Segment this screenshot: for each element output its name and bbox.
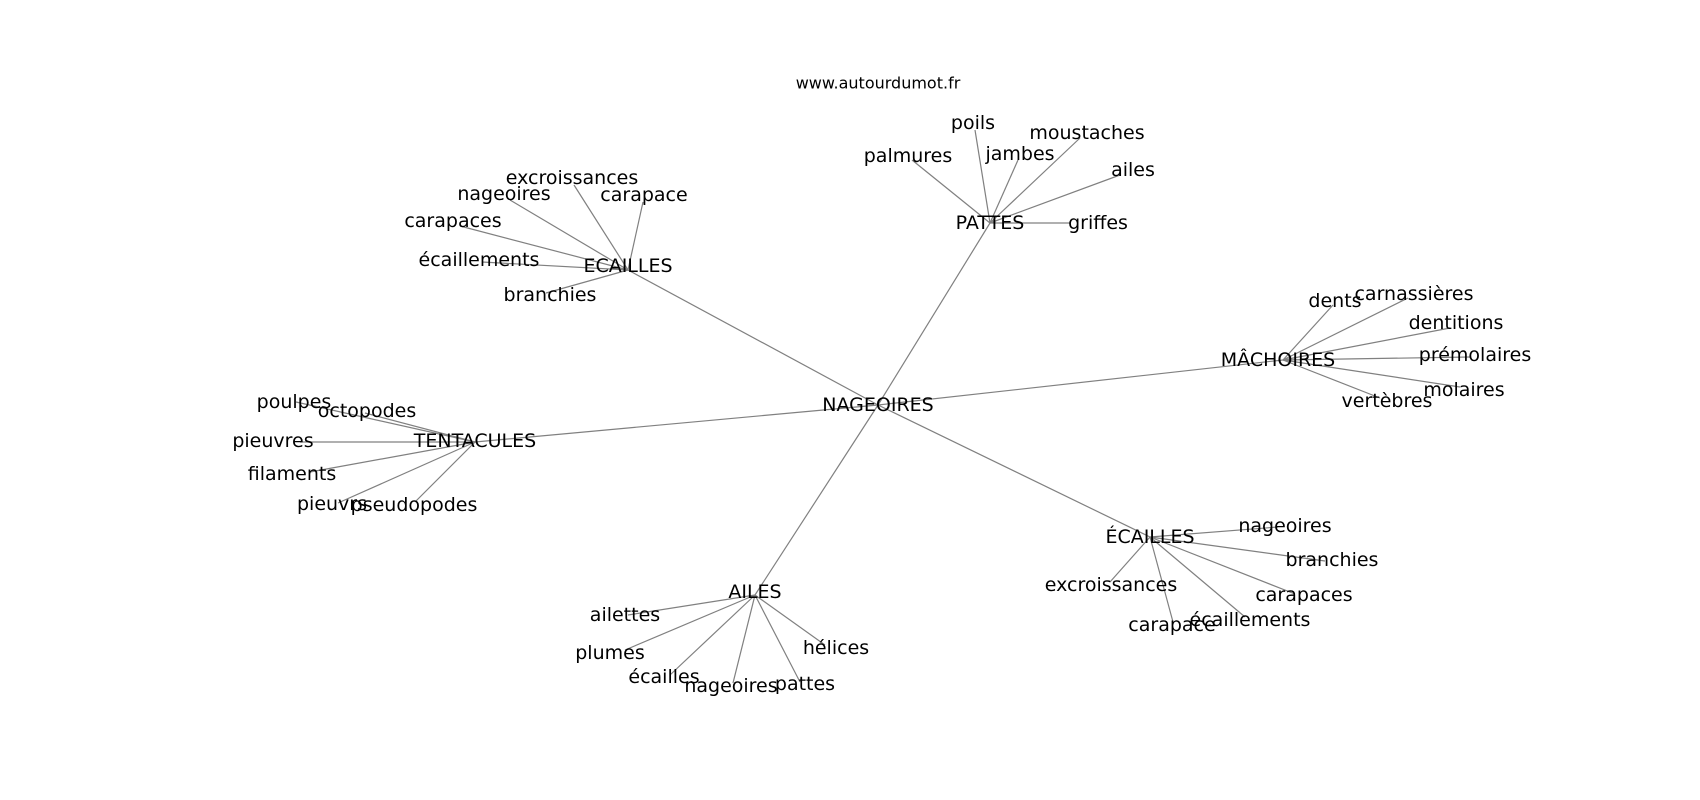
leaf-node: pieuvrs xyxy=(297,493,367,515)
leaf-node: ailes xyxy=(1111,159,1155,181)
edge-cluster-to-leaf xyxy=(1149,526,1279,538)
leaf-node: carnassières xyxy=(1354,283,1473,305)
leaf-node: carapaces xyxy=(1255,584,1352,606)
edge-center-to-cluster xyxy=(754,404,879,596)
edge-cluster-to-leaf xyxy=(459,225,629,271)
leaf-node: pattes xyxy=(775,673,835,695)
edge-cluster-to-leaf xyxy=(573,184,629,271)
edge-cluster-to-leaf xyxy=(1282,359,1461,388)
edge-cluster-to-leaf xyxy=(989,159,1019,224)
edge-cluster-to-leaf xyxy=(627,594,756,616)
cluster-node: ÉCAILLES xyxy=(1105,525,1194,548)
edge-cluster-to-leaf xyxy=(1282,297,1409,361)
leaf-node: carapace xyxy=(1128,614,1215,636)
leaf-node: pseudopodes xyxy=(351,494,478,516)
edge-cluster-to-leaf xyxy=(1149,536,1296,595)
leaf-node: moustaches xyxy=(1029,122,1144,144)
leaf-node: dentitions xyxy=(1409,312,1504,334)
edge-cluster-to-leaf xyxy=(1149,536,1174,623)
edge-cluster-to-leaf xyxy=(481,261,629,271)
leaf-node: écaillements xyxy=(419,249,540,271)
edge-center-to-cluster xyxy=(474,404,879,443)
leaf-node: prémolaires xyxy=(1419,344,1531,366)
leaf-node: filaments xyxy=(248,463,336,485)
edge-center-to-cluster xyxy=(877,404,1151,538)
leaf-node: branchies xyxy=(1286,549,1379,571)
edge-center-to-cluster xyxy=(627,269,879,406)
leaf-node: écaillements xyxy=(1190,609,1311,631)
edge-cluster-to-leaf xyxy=(509,199,629,271)
leaf-node: molaires xyxy=(1423,379,1504,401)
cluster-node: ECAILLES xyxy=(583,255,672,277)
leaf-node: griffes xyxy=(1068,212,1128,234)
edge-cluster-to-leaf xyxy=(545,269,629,294)
edge-cluster-to-leaf xyxy=(754,594,826,646)
leaf-node: nageoires xyxy=(457,183,550,205)
graph-edges xyxy=(295,129,1471,684)
edge-cluster-to-leaf xyxy=(1282,327,1451,361)
leaf-node: poulpes xyxy=(257,391,332,413)
center-node: NAGEOIRES xyxy=(822,394,933,416)
leaf-node: branchies xyxy=(504,284,597,306)
leaf-node: hélices xyxy=(803,637,869,659)
cluster-node: AILES xyxy=(728,581,781,603)
leaf-node: carapaces xyxy=(404,210,501,232)
edge-cluster-to-leaf xyxy=(1149,536,1246,618)
site-url: www.autourdumot.fr xyxy=(796,74,961,93)
edge-cluster-to-leaf xyxy=(1282,356,1471,361)
edge-cluster-to-leaf xyxy=(911,159,991,224)
leaf-node: excroissances xyxy=(506,167,639,189)
leaf-node: nageoires xyxy=(1238,515,1331,537)
leaf-node: jambes xyxy=(984,143,1054,165)
edge-center-to-cluster xyxy=(877,359,1284,406)
edge-cluster-to-leaf xyxy=(754,594,801,683)
leaf-node: vertèbres xyxy=(1342,390,1433,412)
edge-cluster-to-leaf xyxy=(989,174,1121,224)
leaf-node: excroissances xyxy=(1045,574,1178,596)
leaf-node: plumes xyxy=(575,642,644,664)
edge-cluster-to-leaf xyxy=(309,441,476,473)
cluster-node: PATTES xyxy=(956,212,1025,234)
edge-cluster-to-leaf xyxy=(1282,359,1381,399)
edge-cluster-to-leaf xyxy=(669,594,756,676)
leaf-node: poils xyxy=(951,112,995,134)
leaf-node: palmures xyxy=(864,145,953,167)
leaf-node: nageoires xyxy=(684,675,777,697)
edge-center-to-cluster xyxy=(877,222,991,406)
graph-nodes: NAGEOIRES PATTES poils moustaches palmures ja… xyxy=(232,112,1531,697)
cluster-node: MÂCHOIRES xyxy=(1221,348,1335,371)
edge-cluster-to-leaf xyxy=(1149,536,1326,562)
leaf-node: dents xyxy=(1308,290,1361,312)
edge-cluster-to-leaf xyxy=(364,412,476,443)
edge-cluster-to-leaf xyxy=(295,401,476,443)
leaf-node: écailles xyxy=(628,666,699,688)
edge-cluster-to-leaf xyxy=(974,129,991,224)
edge-cluster-to-leaf xyxy=(337,441,476,504)
edge-cluster-to-leaf xyxy=(989,137,1081,224)
leaf-node: carapace xyxy=(600,184,687,206)
leaf-node: octopodes xyxy=(318,400,416,422)
cluster-node: TENTACULES xyxy=(413,430,536,452)
leaf-node: pieuvres xyxy=(232,430,313,452)
edge-cluster-to-leaf xyxy=(1109,536,1151,583)
edge-cluster-to-leaf xyxy=(414,441,476,503)
edge-cluster-to-leaf xyxy=(732,594,756,684)
leaf-node: ailettes xyxy=(590,604,660,626)
edge-cluster-to-leaf xyxy=(627,201,644,271)
edge-cluster-to-leaf xyxy=(1282,304,1334,361)
edge-cluster-to-leaf xyxy=(624,594,756,651)
